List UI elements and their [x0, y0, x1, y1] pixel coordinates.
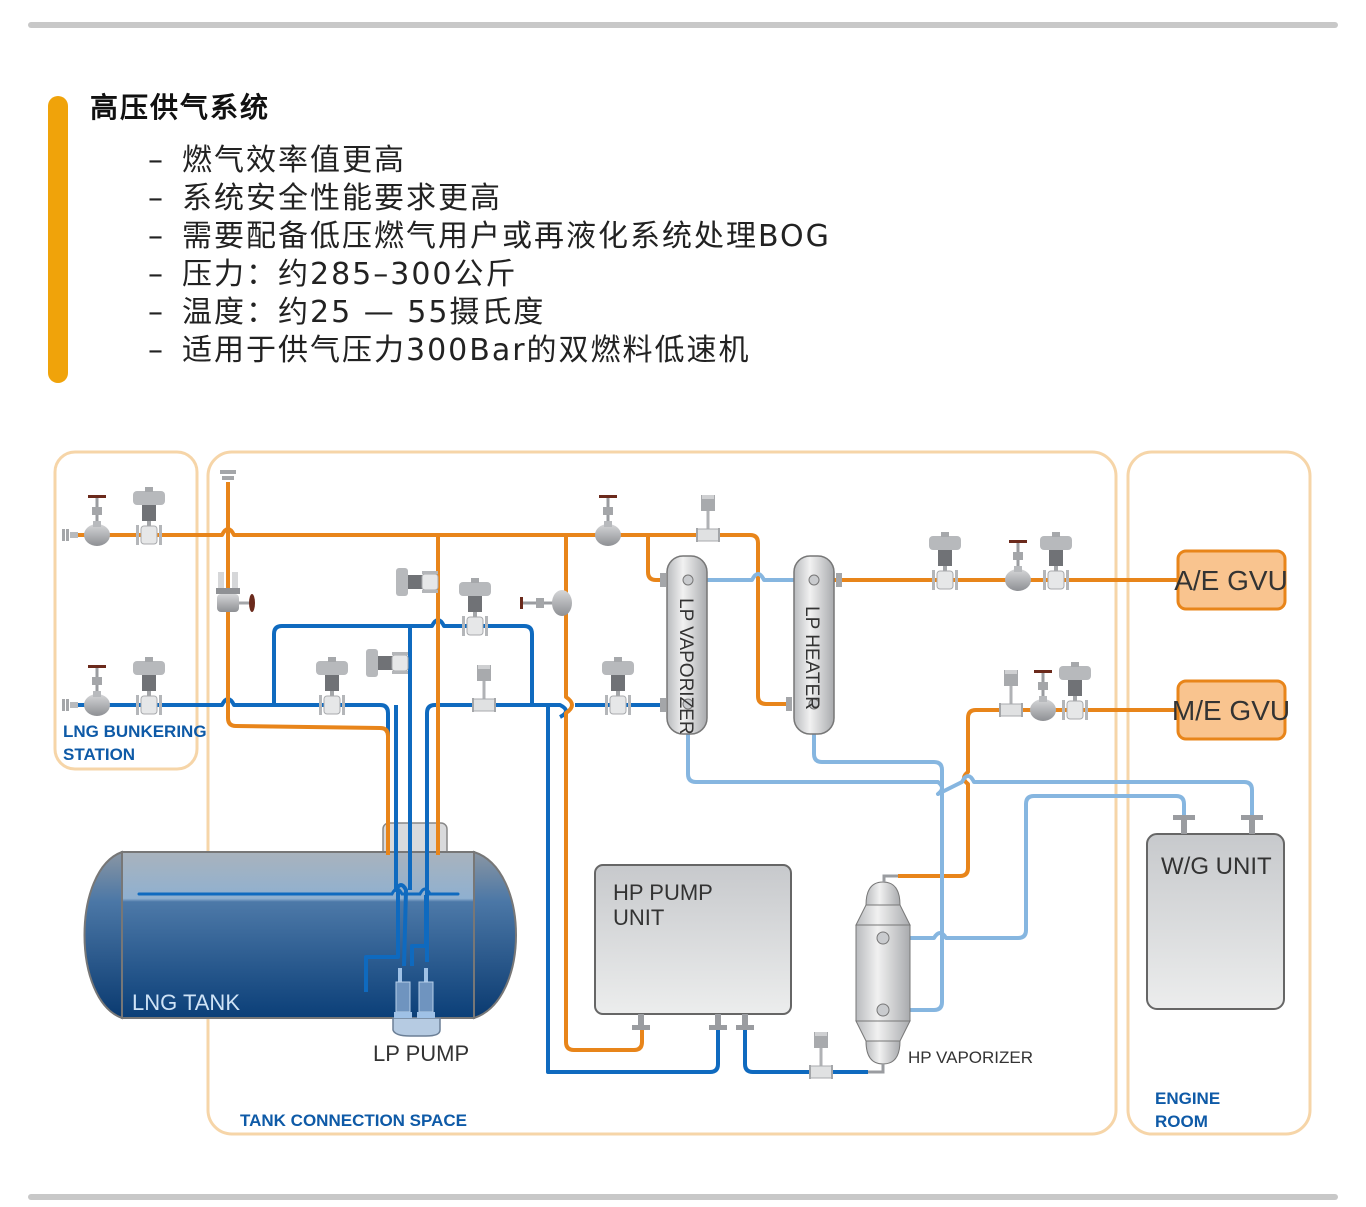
section-title: 高压供气系统	[90, 91, 271, 124]
flow-meter-icon	[807, 1030, 835, 1081]
wg-unit: W/G UNIT	[1146, 815, 1285, 1010]
lp-heater-label: LP HEATER	[801, 606, 822, 710]
feature-list: –燃气效率值更高 –系统安全性能要求更高 –需要配备低压燃气用户或再液化系统处理…	[148, 142, 831, 370]
engine-room-zone-label: ENGINE	[1155, 1089, 1220, 1108]
feature-item: –燃气效率值更高	[148, 142, 831, 180]
fuel-gas-system-diagram: LNG BUNKERING STATION TANK CONNECTION SP…	[53, 450, 1312, 1136]
hp-vaporizer: HP VAPORIZER	[855, 874, 1033, 1074]
hp-pump-unit-label-2: UNIT	[613, 905, 664, 930]
flange-icon	[660, 698, 666, 712]
me-gvu-label: M/E GVU	[1172, 695, 1290, 726]
flange-icon	[660, 573, 666, 587]
control-valve-icon	[132, 656, 166, 716]
hp-pump-unit-label: HP PUMP	[613, 880, 713, 905]
manual-valve-icon	[1028, 668, 1058, 723]
hp-vaporizer-label: HP VAPORIZER	[908, 1048, 1033, 1067]
control-valve-icon	[601, 656, 635, 716]
top-divider	[28, 22, 1338, 28]
bullet-dash: –	[148, 181, 165, 216]
feature-item: –温度：约25 — 55摄氏度	[148, 294, 831, 332]
bunkering-zone-label-2: STATION	[63, 745, 135, 764]
feature-text: 需要配备低压燃气用户或再液化系统处理BOG	[182, 219, 831, 254]
bunkering-zone-border	[53, 450, 199, 771]
bullet-dash: –	[148, 219, 165, 254]
lp-vaporizer-label: LP VAPORIZER	[675, 598, 696, 735]
control-valve-icon	[395, 567, 439, 597]
bunkering-zone-label: LNG BUNKERING	[63, 722, 207, 741]
vent-cap-icon	[220, 470, 236, 480]
bullet-dash: –	[148, 143, 165, 178]
control-valve-icon	[365, 648, 409, 678]
flange-icon	[62, 699, 78, 711]
bullet-dash: –	[148, 333, 165, 368]
flow-meter-icon	[997, 668, 1025, 719]
lp-vaporizer: LP VAPORIZER	[666, 555, 708, 735]
lng-tank: LNG TANK	[83, 822, 517, 1037]
tank-connection-zone-label: TANK CONNECTION SPACE	[240, 1111, 467, 1130]
lp-pump: LP PUMP	[373, 968, 469, 1066]
tank-connection-zone-border	[206, 450, 1118, 1136]
safety-valve-icon	[216, 572, 255, 612]
lp-heater: LP HEATER	[793, 555, 835, 735]
ae-gvu-label: A/E GVU	[1174, 565, 1288, 596]
flange-icon	[836, 573, 842, 587]
flange-icon	[62, 529, 78, 541]
glycol-pipes	[686, 572, 1254, 1012]
manual-valve-icon	[520, 590, 572, 616]
wg-unit-label: W/G UNIT	[1161, 853, 1272, 880]
control-valve-icon	[1058, 661, 1092, 721]
control-valve-icon	[1039, 531, 1073, 591]
feature-item: –压力：约285–300公斤	[148, 256, 831, 294]
flange-icon	[786, 697, 792, 711]
control-valve-icon	[315, 656, 349, 716]
bottom-divider	[28, 1194, 1338, 1200]
feature-text: 适用于供气压力300Bar的双燃料低速机	[182, 333, 751, 368]
control-valve-icon	[132, 486, 166, 546]
engine-room-zone-border	[1126, 450, 1312, 1136]
lng-tank-label: LNG TANK	[132, 990, 240, 1015]
manual-valve-icon	[82, 493, 112, 548]
feature-text: 燃气效率值更高	[182, 143, 406, 178]
feature-item: –适用于供气压力300Bar的双燃料低速机	[148, 332, 831, 370]
me-gvu: M/E GVU	[1172, 679, 1290, 741]
flow-meter-icon	[470, 663, 498, 714]
feature-item: –需要配备低压燃气用户或再液化系统处理BOG	[148, 218, 831, 256]
lp-pump-label: LP PUMP	[373, 1041, 469, 1066]
bullet-dash: –	[148, 295, 165, 330]
feature-text: 温度：约25 — 55摄氏度	[182, 295, 546, 330]
flow-meter-icon	[694, 493, 722, 544]
control-valve-icon	[458, 577, 492, 637]
feature-item: –系统安全性能要求更高	[148, 180, 831, 218]
hp-pump-unit: HP PUMP UNIT	[594, 864, 792, 1030]
engine-room-zone-label-2: ROOM	[1155, 1112, 1208, 1131]
accent-bar	[48, 96, 68, 383]
ae-gvu: A/E GVU	[1174, 549, 1288, 611]
control-valve-icon	[928, 531, 962, 591]
manual-valve-icon	[82, 663, 112, 718]
feature-text: 系统安全性能要求更高	[182, 181, 502, 216]
bullet-dash: –	[148, 257, 165, 292]
manual-valve-icon	[593, 493, 623, 548]
feature-text: 压力：约285–300公斤	[182, 257, 518, 292]
manual-valve-icon	[1003, 538, 1033, 593]
